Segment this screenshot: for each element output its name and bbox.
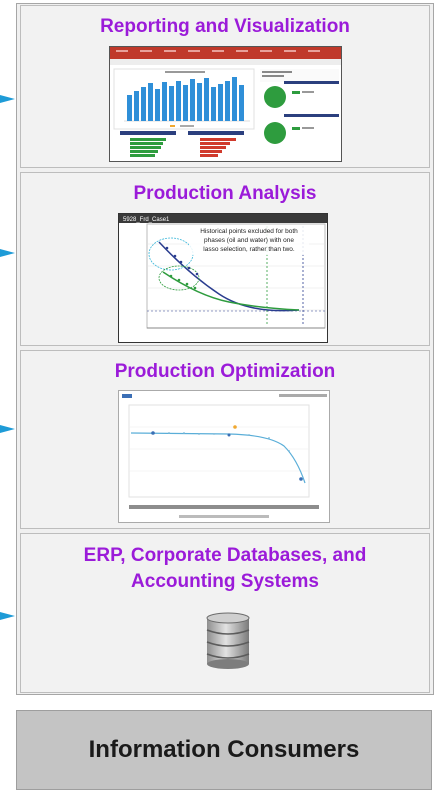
optimization-thumbnail <box>118 390 330 523</box>
annotation-line-2: phases (oil and water) with one <box>204 237 294 244</box>
production-optimization-panel: Production Optimization <box>20 350 430 529</box>
production-analysis-panel: Production Analysis 5928_Frd_Case1 Histo… <box>20 172 430 346</box>
decline-curve-thumbnail: 5928_Frd_Case1 Historical points exclude… <box>118 213 328 343</box>
arrow-production-analysis <box>0 249 15 257</box>
database-icon <box>205 612 251 670</box>
erp-panel: ERP, Corporate Databases, and Accounting… <box>20 533 430 693</box>
reporting-title: Reporting and Visualization <box>100 16 350 37</box>
information-consumers-box: Information Consumers <box>16 710 432 790</box>
annotation-line-1: Historical points excluded for both <box>200 228 298 235</box>
arrow-reporting <box>0 95 15 103</box>
production-analysis-title: Production Analysis <box>133 183 317 204</box>
reporting-panel: Reporting and Visualization <box>20 5 430 168</box>
dashboard-thumbnail <box>109 46 342 162</box>
arrow-erp <box>0 612 15 620</box>
annotation-line-3: lasso selection, rather than two. <box>203 246 295 253</box>
analysis-window-title: 5928_Frd_Case1 <box>123 217 170 223</box>
erp-title-line-2: Accounting Systems <box>131 571 319 592</box>
production-optimization-title: Production Optimization <box>114 361 336 382</box>
arrow-production-optimization <box>0 425 15 433</box>
erp-title-line-1: ERP, Corporate Databases, and <box>83 545 367 566</box>
